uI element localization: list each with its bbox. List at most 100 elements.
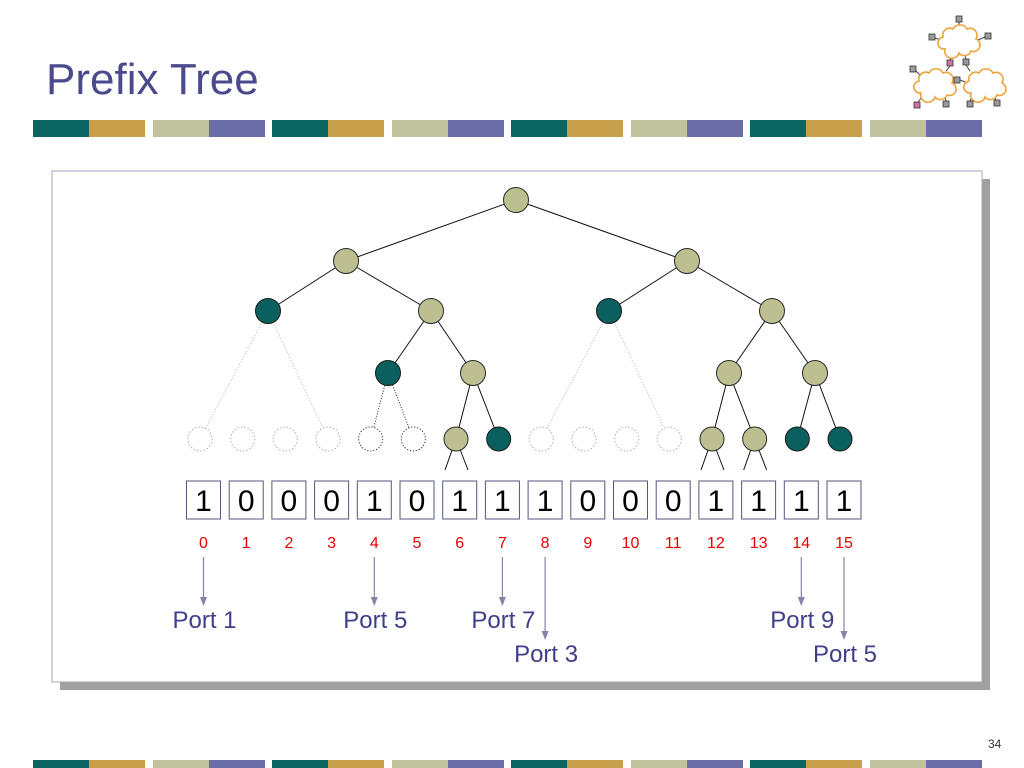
bit-index: 2 bbox=[284, 535, 293, 552]
color-bar-segment bbox=[328, 760, 384, 768]
prefix-node bbox=[596, 298, 622, 324]
color-bar-segment bbox=[630, 760, 687, 768]
logo-node-icon bbox=[962, 58, 970, 66]
bit-value: 0 bbox=[238, 485, 255, 518]
color-bar-block bbox=[391, 120, 504, 137]
bit-value: 1 bbox=[750, 485, 767, 518]
color-bar-block bbox=[511, 120, 623, 137]
bit-index: 3 bbox=[327, 535, 336, 552]
color-bar-segment bbox=[511, 760, 567, 768]
color-bar-segment bbox=[391, 760, 448, 768]
logo-link bbox=[959, 79, 966, 83]
bit-index: 1 bbox=[242, 535, 251, 552]
port-label: Port 3 bbox=[514, 641, 578, 668]
color-bar-block bbox=[152, 760, 265, 768]
bit-value: 1 bbox=[366, 485, 383, 518]
bit-value: 1 bbox=[494, 485, 511, 518]
bit-value: 1 bbox=[708, 485, 725, 518]
empty-leaf-node bbox=[571, 426, 597, 452]
arrow-head-icon bbox=[541, 631, 549, 640]
top-color-bar bbox=[33, 120, 982, 137]
port-label: Port 5 bbox=[813, 641, 877, 668]
slide-number: 34 bbox=[988, 737, 1002, 751]
network-logo bbox=[909, 15, 1007, 109]
bit-box bbox=[228, 480, 264, 520]
bit-box bbox=[484, 480, 520, 520]
port-label: Port 7 bbox=[471, 607, 535, 634]
bit-value: 1 bbox=[836, 485, 853, 518]
empty-leaf-node bbox=[400, 426, 426, 452]
logo-node-icon bbox=[984, 32, 992, 40]
logo-cloud-icon bbox=[963, 68, 1007, 104]
color-bar-block bbox=[869, 120, 982, 137]
bit-value: 1 bbox=[793, 485, 810, 518]
bit-index: 13 bbox=[750, 535, 768, 552]
empty-leaf-node bbox=[187, 426, 213, 452]
bit-index: 9 bbox=[583, 535, 592, 552]
color-bar-segment bbox=[869, 760, 926, 768]
color-bar-segment bbox=[272, 120, 328, 137]
bit-index: 15 bbox=[835, 535, 853, 552]
bit-box bbox=[186, 480, 221, 520]
tree-edge bbox=[345, 260, 432, 312]
color-bar-segment bbox=[511, 120, 567, 137]
logo-node-icon bbox=[966, 100, 974, 108]
dotted-edge bbox=[608, 310, 670, 440]
color-bar-segment bbox=[686, 120, 743, 137]
bit-box bbox=[613, 480, 648, 520]
bit-value: 1 bbox=[195, 485, 212, 518]
color-bar-segment bbox=[806, 120, 862, 137]
logo-link bbox=[965, 64, 971, 72]
prefix-node bbox=[375, 360, 401, 386]
logo-link bbox=[915, 70, 921, 76]
color-bar-segment bbox=[567, 760, 623, 768]
bit-box bbox=[783, 480, 819, 520]
color-bar-block bbox=[750, 760, 862, 768]
color-bar-segment bbox=[152, 760, 209, 768]
bottom-color-bar bbox=[33, 760, 982, 768]
bit-box bbox=[356, 480, 392, 520]
dotted-edge bbox=[267, 310, 329, 440]
empty-leaf-node bbox=[528, 426, 554, 452]
color-bar-segment bbox=[447, 760, 504, 768]
bit-value: 0 bbox=[665, 485, 682, 518]
logo-node-icon bbox=[953, 76, 961, 84]
leaf-node bbox=[699, 426, 725, 452]
color-bar-segment bbox=[447, 120, 504, 137]
root-node bbox=[503, 187, 529, 213]
color-bar-segment bbox=[567, 120, 623, 137]
tree-node bbox=[674, 248, 700, 274]
arrow-head-icon bbox=[797, 597, 805, 606]
bit-value: 0 bbox=[409, 485, 426, 518]
logo-link bbox=[945, 65, 951, 72]
color-bar-segment bbox=[272, 760, 328, 768]
dotted-edge bbox=[540, 310, 610, 440]
arrow-head-icon bbox=[200, 597, 207, 606]
tree-node bbox=[460, 360, 486, 386]
color-bar-segment bbox=[89, 760, 145, 768]
bit-index: 4 bbox=[370, 535, 379, 552]
dotted-edge bbox=[199, 310, 269, 440]
logo-node-icon bbox=[993, 99, 1001, 107]
bit-value: 0 bbox=[281, 485, 298, 518]
color-bar-block bbox=[511, 760, 623, 768]
tree-nodes bbox=[255, 187, 828, 386]
logo-node-icon bbox=[955, 15, 963, 23]
logo-cloud-icon bbox=[913, 68, 957, 104]
bit-value: 1 bbox=[537, 485, 554, 518]
color-bar-block bbox=[272, 120, 384, 137]
page-title: Prefix Tree bbox=[46, 55, 259, 104]
bit-box bbox=[570, 480, 606, 520]
color-bar-block bbox=[630, 760, 743, 768]
color-bar-segment bbox=[89, 120, 145, 137]
bit-box bbox=[698, 480, 734, 520]
arrow-head-icon bbox=[370, 597, 378, 606]
color-bar-segment bbox=[925, 120, 982, 137]
bit-box bbox=[442, 480, 478, 520]
bit-index: 0 bbox=[199, 535, 208, 552]
bit-value: 0 bbox=[622, 485, 639, 518]
bit-box bbox=[314, 480, 350, 520]
tree-node bbox=[802, 360, 828, 386]
color-bar-segment bbox=[869, 120, 926, 137]
logo-node-icon bbox=[909, 65, 917, 73]
